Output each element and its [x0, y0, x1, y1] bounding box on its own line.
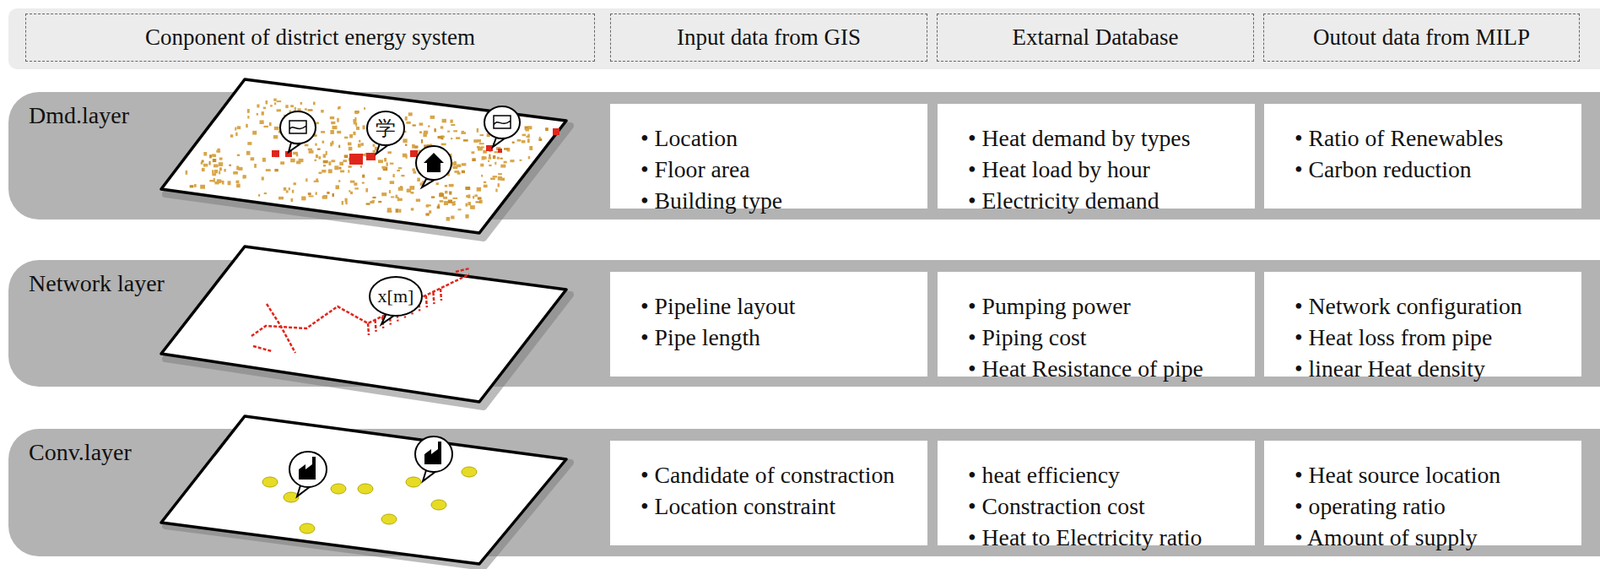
bubble-label: 学: [375, 114, 396, 142]
bullet-item: • operating ratio: [1294, 490, 1600, 522]
bullet-item: • Pipe length: [640, 321, 948, 353]
info-box: • heat efficiency• Constraction cost• He…: [937, 440, 1255, 546]
layer-band: Conv.layer • Candidate of constraction• L…: [8, 428, 1600, 557]
speech-bubble: [369, 276, 422, 325]
bullet-item: • linear Heat density: [1294, 352, 1600, 384]
plant-bubble: [289, 436, 453, 497]
header-text: Extarnal Database: [1011, 24, 1179, 51]
column-header: Input data from GIS: [610, 13, 928, 62]
bullet-item: • Constraction cost: [967, 490, 1276, 522]
bullet-item: • Building type: [640, 184, 948, 217]
bullet-item: • Pumping power: [967, 290, 1276, 322]
bullet-item: • Heat load by hour: [967, 153, 1276, 185]
bullet-item: • heat efficiency: [967, 459, 1276, 491]
bullet-item: • Heat source location: [1294, 459, 1600, 491]
layer-label: Network layer: [28, 270, 165, 298]
bullet-item: • Heat demand by types: [967, 122, 1276, 154]
bullet-item: • Candidate of constraction: [640, 459, 948, 491]
info-box: • Network configuration• Heat loss from …: [1264, 271, 1582, 377]
info-box: • Heat demand by types• Heat load by hou…: [937, 103, 1255, 209]
header-text: Input data from GIS: [676, 24, 861, 51]
column-header: Extarnal Database: [936, 13, 1255, 62]
pipeline: [251, 268, 470, 353]
bullet-item: • Amount of supply: [1294, 521, 1600, 553]
bullet-item: • Heat loss from pipe: [1294, 321, 1600, 353]
column-header: Outout data from MILP: [1263, 13, 1580, 62]
info-box: • Heat source location• operating ratio•…: [1264, 440, 1582, 546]
platform: [161, 416, 571, 568]
column-header: Conponent of district energy system: [25, 13, 595, 62]
layer-band: Dmd.layer • Location• Floor area• Buildin…: [8, 91, 1600, 220]
info-box: • Pumping power• Piping cost• Heat Resis…: [937, 271, 1255, 377]
bullet-item: • Electricity demand: [967, 184, 1276, 217]
info-box: • Ratio of Renewables• Carbon reduction: [1264, 103, 1582, 209]
bullet-item: • Ratio of Renewables: [1294, 122, 1600, 154]
bullet-item: • Heat to Electricity ratio: [967, 521, 1276, 553]
bullet-item: • Network configuration: [1294, 290, 1600, 322]
layer-label: Conv.layer: [28, 438, 132, 466]
bullet-item: • Pipeline layout: [640, 290, 948, 322]
buildings: [185, 98, 549, 222]
bullet-item: • Location: [640, 122, 948, 154]
bullet-item: • Heat Resistance of pipe: [967, 352, 1276, 384]
bullet-item: • Carbon reduction: [1294, 153, 1600, 185]
platform: [161, 246, 571, 407]
header-text: Conponent of district energy system: [145, 24, 476, 51]
layer-band: Network layer • Pipeline layout• Pipe len…: [8, 259, 1600, 387]
info-box: • Location• Floor area• Building type: [610, 103, 928, 209]
info-box: • Pipeline layout• Pipe length: [610, 271, 928, 377]
bullet-item: • Floor area: [640, 153, 948, 185]
bullet-item: • Location constraint: [640, 490, 948, 522]
bullet-item: • Piping cost: [967, 321, 1276, 353]
platform: [161, 79, 571, 238]
bubble-label: x[m]: [378, 285, 415, 308]
header-band: [8, 8, 1600, 70]
layer-label: Dmd.layer: [28, 102, 130, 130]
header-text: Outout data from MILP: [1313, 24, 1530, 51]
info-box: • Candidate of constraction• Location co…: [610, 440, 928, 546]
speech-bubble: [280, 106, 520, 188]
